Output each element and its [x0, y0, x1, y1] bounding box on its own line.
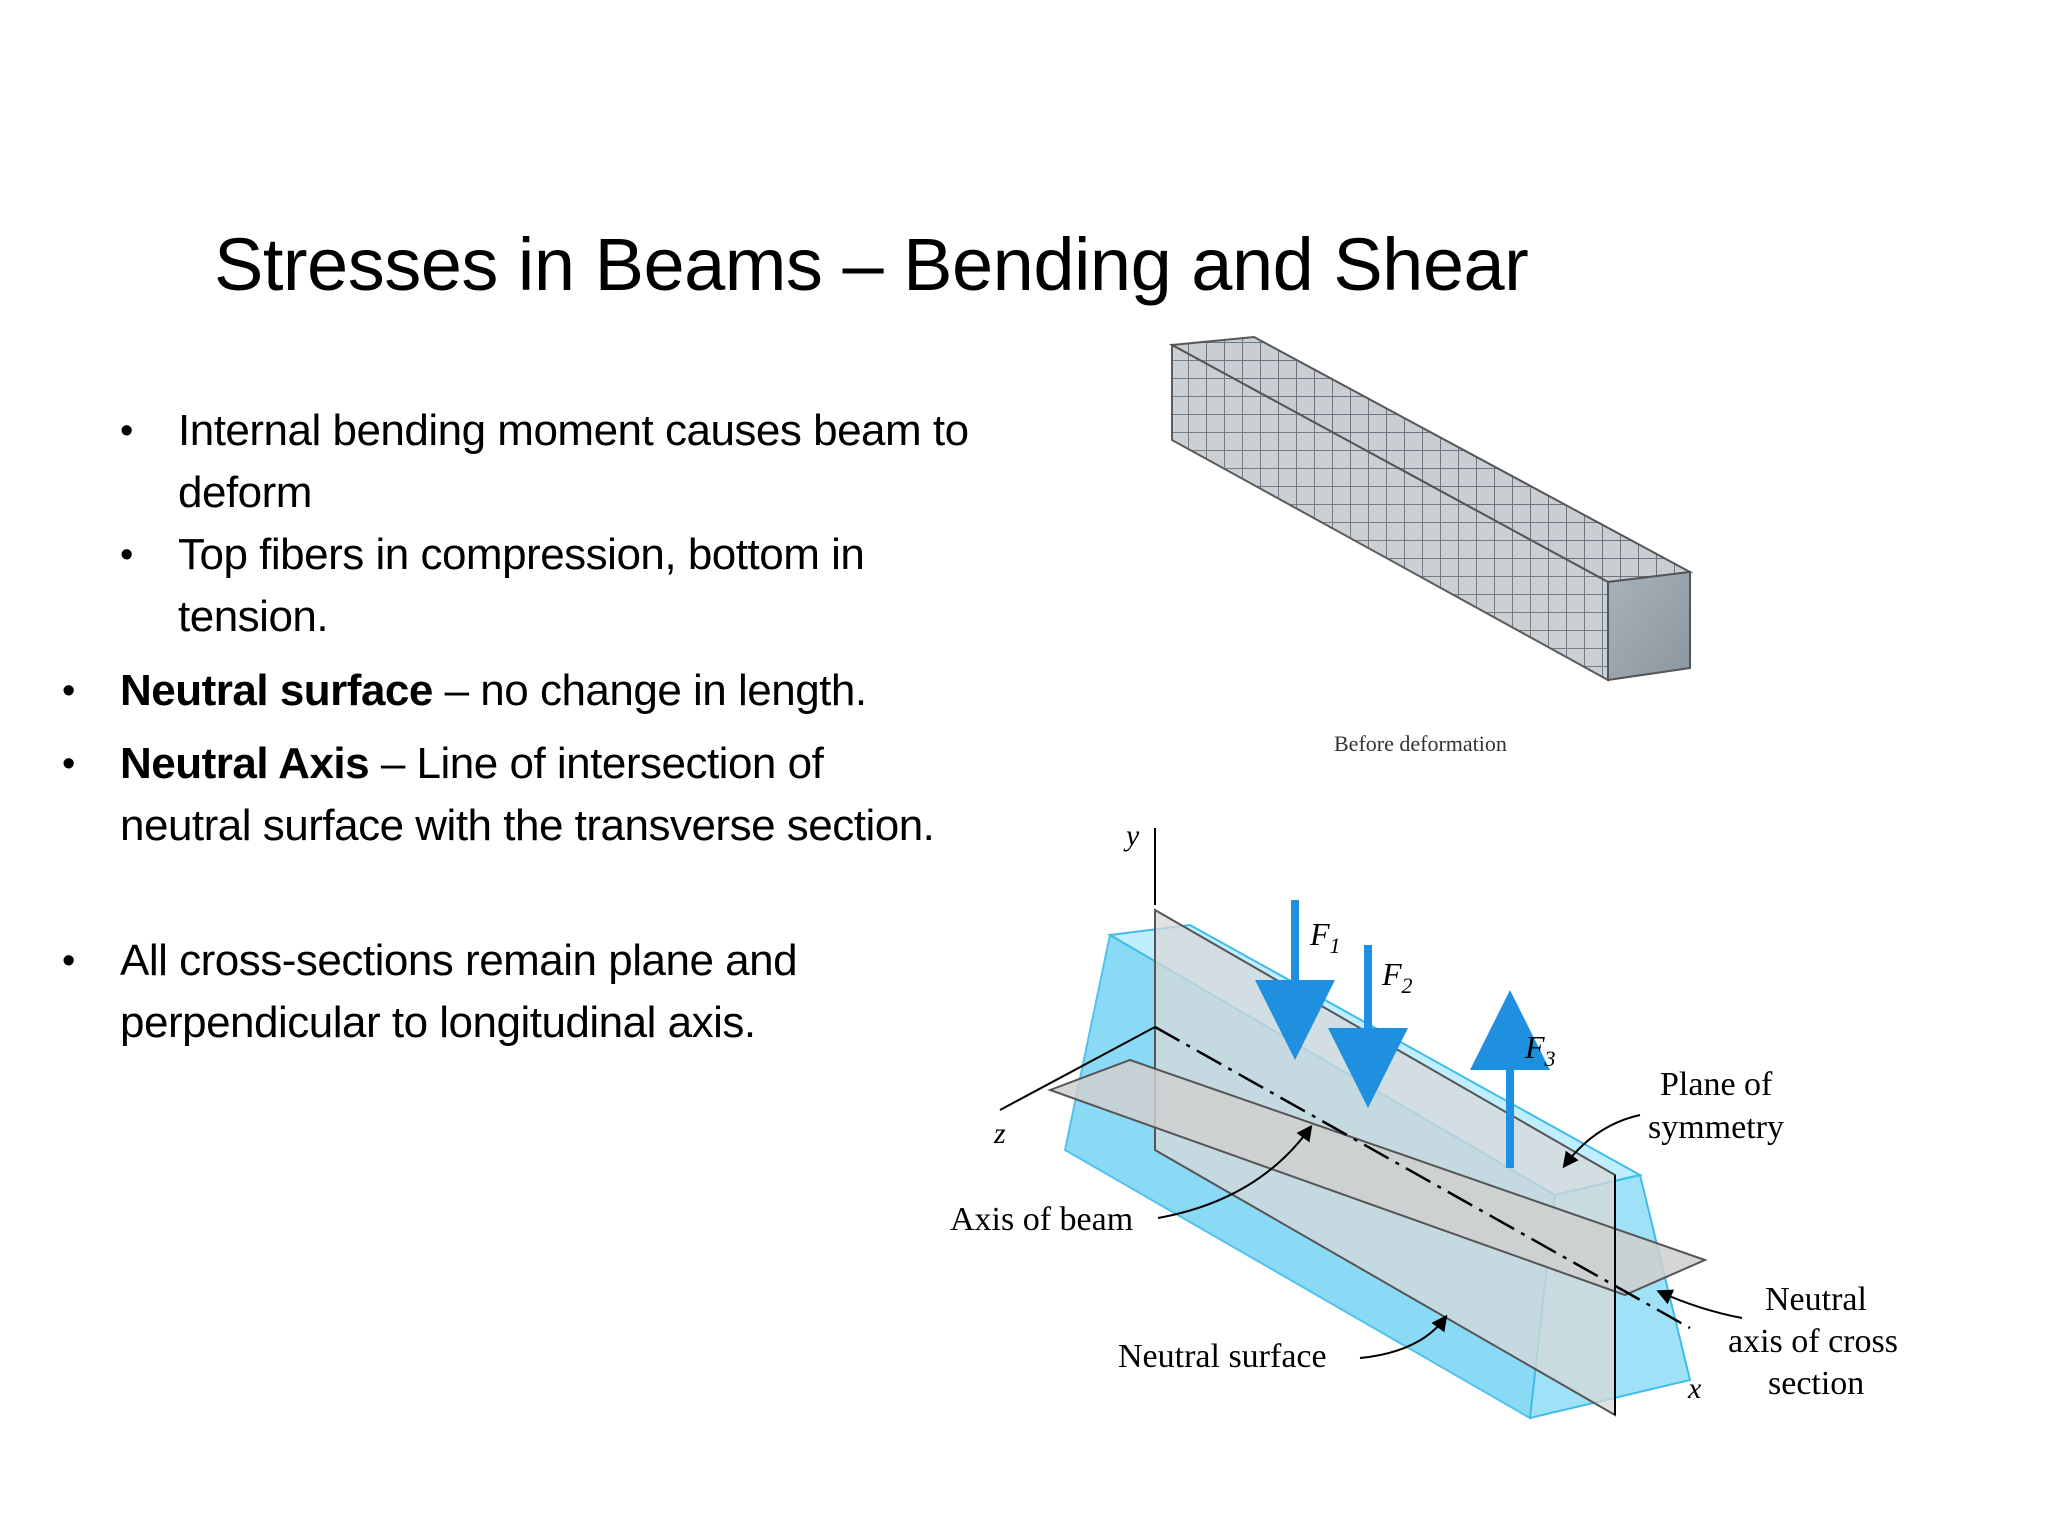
- neutral-axis-label-3: section: [1768, 1365, 1864, 1402]
- neutral-axis-label-2: axis of cross: [1728, 1323, 1898, 1360]
- bullet-dot: •: [120, 534, 133, 576]
- bullet-item: • All cross-sections remain plane and pe…: [62, 930, 940, 1054]
- force-f1-label: F1: [1309, 916, 1341, 958]
- bullet-item: • Neutral surface – no change in length.: [62, 660, 1000, 722]
- bullet-text: – no change in length.: [432, 666, 868, 715]
- z-axis-line: [999, 1026, 1156, 1111]
- bullet-dot: •: [62, 670, 75, 712]
- axis-of-beam-leader: [1157, 1124, 1313, 1219]
- bullet-item: • Neutral Axis – Line of intersection of…: [62, 733, 940, 857]
- undeformed-beam: [1168, 335, 1694, 682]
- y-axis-label: y: [1123, 819, 1140, 852]
- neutral-axis-leader: [1656, 1289, 1743, 1319]
- neutral-surface-plane: [1047, 1058, 1708, 1297]
- bullet-text: Internal bending moment causes beam to d…: [178, 406, 969, 517]
- bullet-dot: •: [120, 410, 133, 452]
- neutral-surface-label: Neutral surface: [1118, 1338, 1327, 1375]
- beam-axis-line: [1154, 1025, 1691, 1330]
- slide-title: Stresses in Beams – Bending and Shear: [214, 223, 1529, 306]
- beam-end-face: [1607, 570, 1691, 682]
- bullet-item: • Top fibers in compression, bottom in t…: [120, 524, 978, 648]
- bullet-text: Top fibers in compression, bottom in ten…: [178, 530, 865, 641]
- bullet-list: • Internal bending moment causes beam to…: [0, 0, 1000, 1100]
- bullet-dot: •: [62, 940, 75, 982]
- bullet-text: All cross-sections remain plane and perp…: [120, 936, 798, 1047]
- bullet-item: • Internal bending moment causes beam to…: [120, 400, 998, 524]
- plane-of-symmetry-label-1: Plane of: [1660, 1066, 1773, 1103]
- z-axis-label: z: [993, 1117, 1006, 1150]
- plane-leader: [1562, 1114, 1641, 1169]
- bullet-term: Neutral surface: [120, 666, 433, 715]
- bullet-term: Neutral Axis: [120, 739, 370, 788]
- force-f2-label: F2: [1381, 956, 1413, 998]
- caption-before-deformation: Before deformation: [1334, 731, 1507, 756]
- neutral-surface-leader: [1359, 1314, 1448, 1359]
- x-axis-label: x: [1687, 1372, 1702, 1405]
- force-f3-label: F3: [1524, 1029, 1556, 1071]
- bending-diagram: y z x F1 F2 F3 Plane of symmetry Axis of…: [950, 819, 1898, 1420]
- neutral-axis-label-1: Neutral: [1765, 1281, 1867, 1318]
- bullet-text: – Line of intersection of neutral surfac…: [120, 739, 935, 850]
- plane-of-symmetry-label-2: symmetry: [1648, 1109, 1784, 1146]
- axis-of-beam-label: Axis of beam: [950, 1201, 1133, 1238]
- bullet-dot: •: [62, 743, 75, 785]
